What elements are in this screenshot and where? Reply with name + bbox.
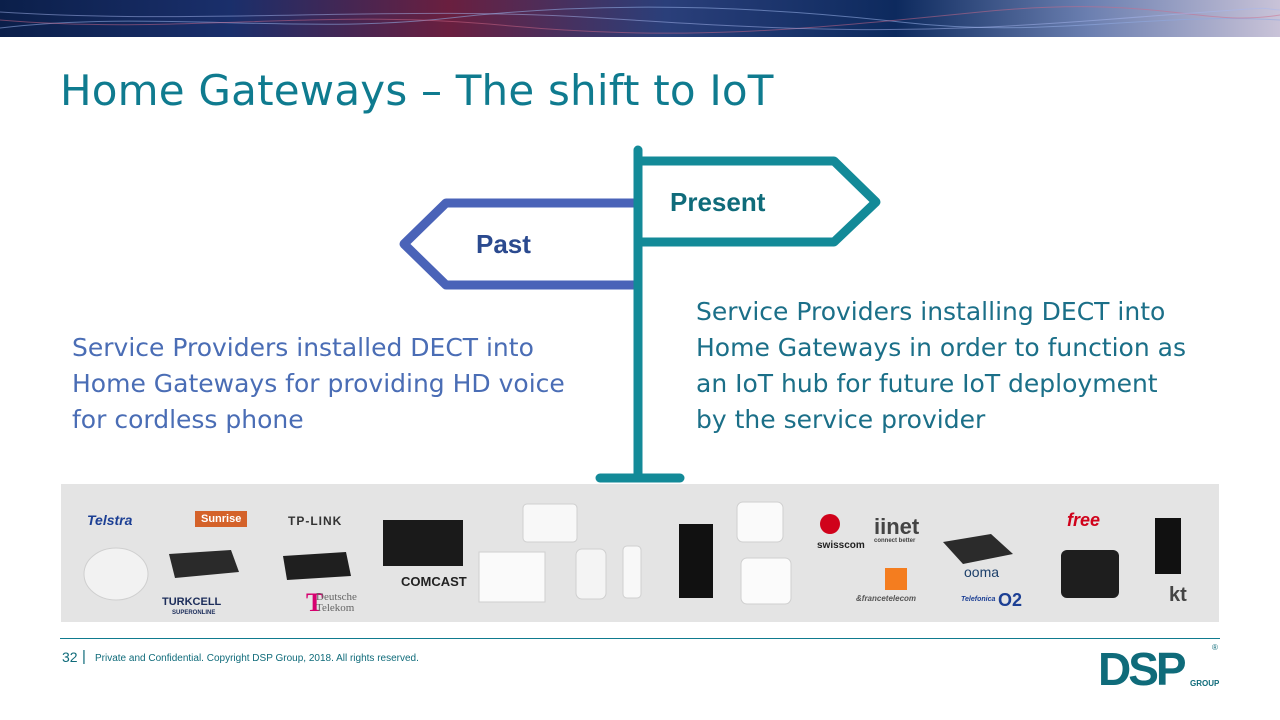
orange-logo <box>885 568 907 590</box>
present-description-line: by the service provider <box>696 405 986 434</box>
gateway-device-image <box>169 550 239 578</box>
operator-logo-strip: Telstra Sunrise TP-LINK TURKCELL SUPERON… <box>61 484 1219 622</box>
iinet-tagline: connect better <box>874 538 916 544</box>
gateway-device-image <box>575 548 607 600</box>
ooma-logo: ooma <box>964 564 1000 580</box>
gateway-device-image <box>478 551 546 603</box>
gateway-device-image <box>383 520 463 566</box>
gateway-device-image <box>622 545 642 599</box>
telekom-line-2: Telekom <box>316 602 355 614</box>
telekom-line-1: Deutsche <box>316 591 357 603</box>
past-description-line: Home Gateways for providing HD voice <box>72 369 565 398</box>
gateway-device-image <box>679 524 713 598</box>
o2-logo: O2 <box>998 590 1023 610</box>
comcast-logo: COMCAST <box>401 574 467 589</box>
tplink-logo: TP-LINK <box>288 514 343 528</box>
kt-logo: kt <box>1169 584 1187 606</box>
dsp-logo-sub: GROUP <box>1190 679 1220 688</box>
footer-divider <box>60 638 1220 639</box>
deutsche-telekom-logo: Deutsche Telekom <box>316 592 357 614</box>
telekom-t-logo: T <box>306 588 324 617</box>
gateway-device-image <box>283 552 351 580</box>
present-label: Present <box>670 187 766 217</box>
present-sign-shape <box>640 156 881 247</box>
banner-texture <box>0 6 1280 34</box>
gateway-device-image <box>943 534 1013 564</box>
present-description-line: an IoT hub for future IoT deployment <box>696 369 1158 398</box>
gateway-device-image <box>1061 550 1119 598</box>
gateway-device-image <box>736 501 784 543</box>
present-description-line: Service Providers installing DECT into <box>696 297 1166 326</box>
gateway-device-image <box>1155 518 1181 574</box>
present-description: Service Providers installing DECT into H… <box>696 294 1256 438</box>
device-images <box>83 501 1181 605</box>
past-description: Service Providers installed DECT into Ho… <box>72 330 632 438</box>
gateway-device-image <box>83 547 149 601</box>
page-number: 32 <box>62 649 78 665</box>
gateway-device-image <box>820 514 840 534</box>
present-description-line: Home Gateways in order to function as <box>696 333 1186 362</box>
telstra-logo: Telstra <box>87 512 133 528</box>
slide-title: Home Gateways – The shift to IoT <box>60 66 774 115</box>
dsp-logo-main: DSP <box>1098 643 1186 689</box>
gateway-device-image <box>740 557 792 605</box>
swisscom-logo: swisscom <box>817 540 865 551</box>
past-description-line: for cordless phone <box>72 405 304 434</box>
past-description-line: Service Providers installed DECT into <box>72 333 534 362</box>
header-banner <box>0 0 1280 37</box>
gateway-device-image <box>522 503 578 543</box>
france-telecom-logo: &francetelecom <box>856 594 917 603</box>
registered-mark: ® <box>1212 643 1218 652</box>
footer-separator: | <box>82 648 86 665</box>
sunrise-logo: Sunrise <box>195 511 248 527</box>
dsp-group-logo: DSP GROUP <box>1098 643 1220 689</box>
past-label: Past <box>476 229 531 259</box>
past-sign-shape <box>399 198 636 290</box>
turkcell-superonline-logo: SUPERONLINE <box>172 610 216 616</box>
turkcell-logo: TURKCELL <box>162 596 222 608</box>
copyright-notice: Private and Confidential. Copyright DSP … <box>95 653 419 664</box>
telefonica-logo: Telefonica <box>961 596 996 603</box>
free-logo: free <box>1067 510 1101 530</box>
iinet-logo: iinet <box>874 514 920 539</box>
